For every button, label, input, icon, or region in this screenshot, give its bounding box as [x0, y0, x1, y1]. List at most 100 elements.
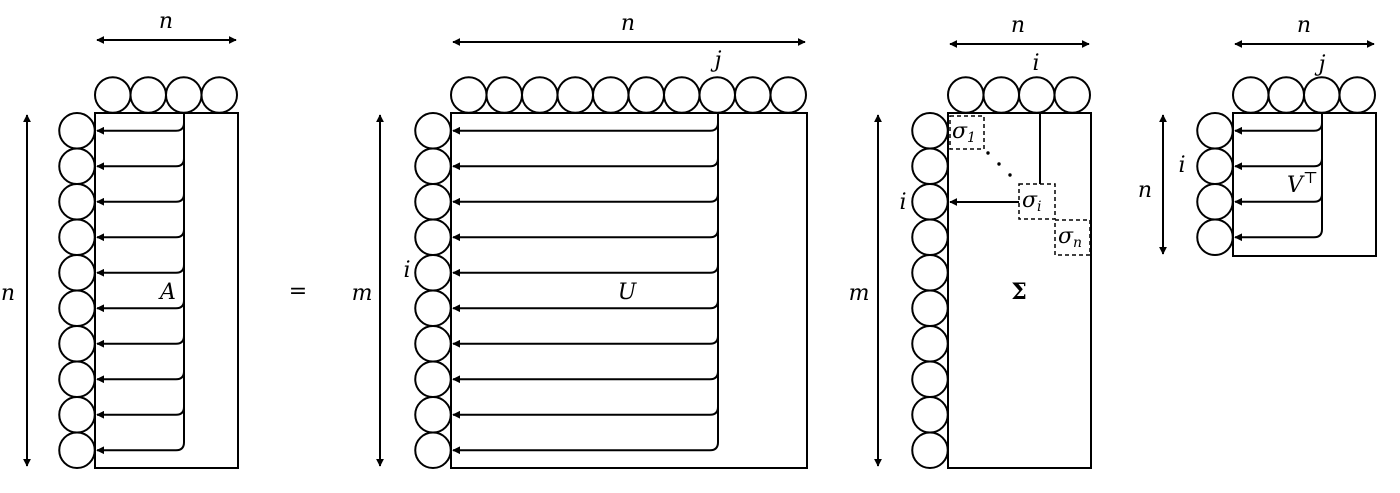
matrix-u-row-arrow: [452, 113, 719, 455]
equals-sign: =: [289, 279, 307, 304]
matrix-v-left-circle: [1196, 112, 1234, 150]
matrix-u-left-circle: [414, 254, 452, 292]
matrix-a-left-circles: [58, 112, 96, 469]
matrix-u-left-circle: [414, 147, 452, 185]
sigma-1-box: [949, 115, 985, 150]
matrix-sigma-left-circle: [911, 254, 949, 292]
matrix-sigma-left-circle: [911, 218, 949, 256]
matrix-sigma-left-circle: [911, 289, 949, 327]
matrix-a-height-label: n: [1, 281, 15, 306]
matrix-v-width-label: n: [1297, 13, 1311, 38]
matrix-a-left-circle: [58, 218, 96, 256]
matrix-u-top-circle: [627, 76, 665, 114]
matrix-u-top-circle: [698, 76, 736, 114]
matrix-a-top-circles: [94, 76, 238, 114]
matrix-sigma-left-circle: [911, 431, 949, 469]
matrix-v-top-circles: [1232, 76, 1376, 114]
matrix-u-top-circle: [450, 76, 488, 114]
matrix-sigma-left-circle: [911, 325, 949, 363]
matrix-a-name: A: [158, 280, 176, 305]
matrix-u-top-circle: [485, 76, 523, 114]
matrix-sigma-top-circle: [1053, 76, 1091, 114]
matrix-u-name: U: [618, 280, 638, 305]
matrix-u-top-circle: [592, 76, 630, 114]
matrix-u-body: [450, 112, 808, 469]
sigma-i-box: [1018, 183, 1056, 220]
matrix-u-left-circle: [414, 218, 452, 256]
matrix-v-height-label: n: [1138, 178, 1152, 203]
matrix-u-left-circle: [414, 112, 452, 150]
matrix-sigma-left-circle: [911, 147, 949, 185]
matrix-v-row-arrows: [1234, 113, 1323, 242]
matrix-v-transpose: n n i j V⊤: [1138, 13, 1377, 257]
matrix-a-left-circle: [58, 360, 96, 398]
matrix-v-left-circle: [1196, 147, 1234, 185]
matrix-u-left-circle: [414, 431, 452, 469]
matrix-u-left-circle: [414, 360, 452, 398]
matrix-sigma-left-circle: [911, 183, 949, 221]
sigma-i-label: σi: [1022, 188, 1042, 215]
matrix-v-left-circle: [1196, 218, 1234, 256]
matrix-v-row-index: i: [1178, 153, 1185, 178]
matrix-a-left-circle: [58, 254, 96, 292]
matrix-a-left-circle: [58, 147, 96, 185]
sigma-n-box: [1054, 219, 1091, 256]
matrix-a-row-arrow: [96, 113, 185, 455]
matrix-a-left-circle: [58, 396, 96, 434]
matrix-a-width-label: n: [159, 9, 173, 34]
sigma-1-label: σ1: [952, 119, 976, 146]
matrix-a-row-arrows: [96, 113, 185, 455]
matrix-a-top-circle: [200, 76, 238, 114]
matrix-a: n n A: [1, 9, 239, 469]
matrix-a-top-circle: [94, 76, 132, 114]
matrix-sigma-top-circles: [947, 76, 1091, 114]
matrix-v-col-index: j: [1314, 52, 1326, 77]
matrix-u-row-index: i: [403, 258, 410, 283]
matrix-sigma-left-circle: [911, 112, 949, 150]
matrix-sigma-height-label: m: [849, 281, 870, 306]
matrix-v-top-circle: [1303, 76, 1341, 114]
matrix-u-left-circle: [414, 325, 452, 363]
matrix-u-top-circle: [769, 76, 807, 114]
matrix-u-width-label: n: [621, 11, 635, 36]
matrix-u-top-circle: [556, 76, 594, 114]
matrix-sigma-left-circle: [911, 360, 949, 398]
matrix-u-height-label: m: [352, 281, 373, 306]
matrix-sigma-left-circle: [911, 396, 949, 434]
matrix-sigma-row-index: i: [899, 190, 906, 215]
matrix-u-top-circles: [450, 76, 807, 114]
matrix-v-top-circle: [1338, 76, 1376, 114]
matrix-u-top-circle: [663, 76, 701, 114]
matrix-sigma: σ1 σi σn n m i i Σ: [849, 13, 1092, 469]
matrix-sigma-left-circles: [911, 112, 949, 469]
matrix-a-left-circle: [58, 431, 96, 469]
sigma-dots: [986, 151, 990, 155]
matrix-u-left-circle: [414, 183, 452, 221]
matrix-a-left-circle: [58, 289, 96, 327]
matrix-v-name: V⊤: [1287, 168, 1318, 198]
matrix-a-left-circle: [58, 183, 96, 221]
matrix-u-top-circle: [734, 76, 772, 114]
sigma-n-label: σn: [1058, 224, 1082, 251]
matrix-a-left-circle: [58, 325, 96, 363]
matrix-v-body: [1232, 112, 1377, 257]
matrix-v-left-circles: [1196, 112, 1234, 256]
matrix-sigma-top-circle: [1018, 76, 1056, 114]
matrix-u-col-index: j: [710, 48, 722, 73]
matrix-a-top-circle: [165, 76, 203, 114]
matrix-u: n m i j U: [352, 11, 808, 469]
matrix-sigma-name: Σ: [1011, 279, 1027, 305]
matrix-sigma-width-label: n: [1011, 13, 1025, 38]
matrix-u-top-circle: [521, 76, 559, 114]
matrix-u-row-arrows: [452, 113, 719, 455]
matrix-u-left-circle: [414, 396, 452, 434]
matrix-u-left-circles: [414, 112, 452, 469]
matrix-u-left-circle: [414, 289, 452, 327]
matrix-sigma-col-index: i: [1032, 51, 1039, 76]
matrix-v-top-circle: [1232, 76, 1270, 114]
matrix-sigma-top-circle: [982, 76, 1020, 114]
matrix-v-row-arrow: [1234, 113, 1323, 242]
matrix-a-body: [94, 112, 239, 469]
